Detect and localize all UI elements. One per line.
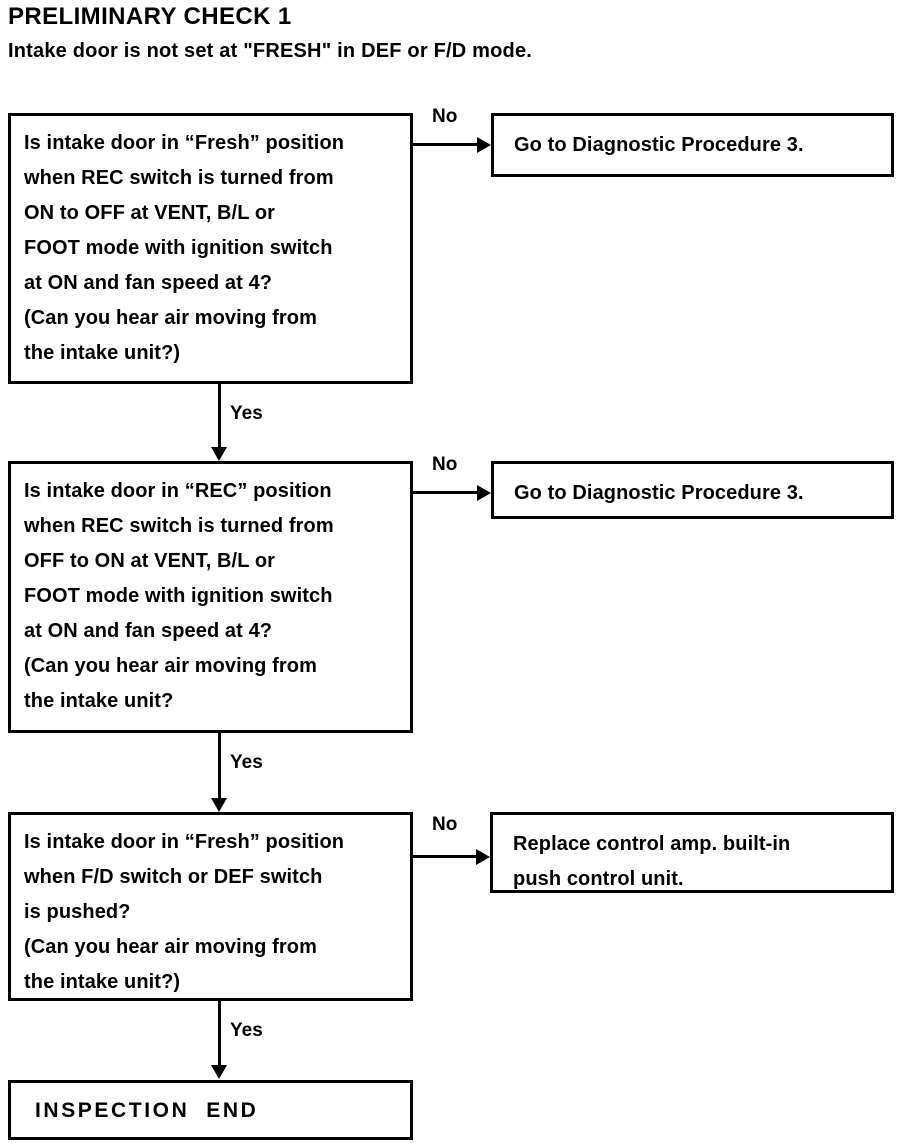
edge-yes-2-arrowhead bbox=[211, 798, 227, 812]
edge-no-2-line bbox=[413, 491, 477, 494]
result-box-1-text: Go to Diagnostic Procedure 3. bbox=[494, 116, 891, 169]
decision-box-2-line-7: the intake unit? bbox=[24, 690, 174, 712]
edge-yes-3-line bbox=[218, 1001, 221, 1065]
edge-yes-2-line bbox=[218, 733, 221, 798]
decision-box-1-line-3: ON to OFF at VENT, B/L or bbox=[24, 202, 276, 224]
edge-no-3-line bbox=[413, 855, 476, 858]
edge-label-yes-3: Yes bbox=[230, 1020, 263, 1041]
decision-box-2-line-6: (Can you hear air moving from bbox=[24, 655, 317, 677]
result-box-1: Go to Diagnostic Procedure 3. bbox=[491, 113, 894, 177]
decision-box-2-line-2: when REC switch is turned from bbox=[24, 515, 334, 537]
terminal-box-label: INSPECTION END bbox=[35, 1099, 259, 1122]
decision-box-3-text: Is intake door in “Fresh” position when … bbox=[11, 815, 410, 1006]
decision-box-2-text: Is intake door in “REC” position when RE… bbox=[11, 464, 410, 725]
result-box-3-line-2: push control unit. bbox=[513, 868, 684, 890]
edge-no-3-arrowhead bbox=[476, 849, 490, 865]
edge-label-yes-2: Yes bbox=[230, 752, 263, 773]
page-subtitle: Intake door is not set at "FRESH" in DEF… bbox=[8, 40, 533, 62]
edge-label-yes-1: Yes bbox=[230, 403, 263, 424]
edge-yes-3-arrowhead bbox=[211, 1065, 227, 1079]
edge-label-no-1: No bbox=[432, 106, 458, 127]
decision-box-1-line-5: at ON and fan speed at 4? bbox=[24, 272, 273, 294]
decision-box-1-line-2: when REC switch is turned from bbox=[24, 167, 334, 189]
edge-label-no-3: No bbox=[432, 814, 458, 835]
page-header: PRELIMINARY CHECK 1 Intake door is not s… bbox=[8, 2, 898, 65]
page-title: PRELIMINARY CHECK 1 bbox=[8, 3, 292, 30]
decision-box-2: Is intake door in “REC” position when RE… bbox=[8, 461, 413, 733]
edge-no-1-arrowhead bbox=[477, 137, 491, 153]
decision-box-3: Is intake door in “Fresh” position when … bbox=[8, 812, 413, 1001]
result-box-2-text: Go to Diagnostic Procedure 3. bbox=[494, 464, 891, 517]
result-box-2: Go to Diagnostic Procedure 3. bbox=[491, 461, 894, 519]
decision-box-2-line-5: at ON and fan speed at 4? bbox=[24, 620, 273, 642]
decision-box-1: Is intake door in “Fresh” position when … bbox=[8, 113, 413, 384]
edge-label-no-2: No bbox=[432, 454, 458, 475]
terminal-box-inspection-end: INSPECTION END bbox=[8, 1080, 413, 1140]
result-box-3-text: Replace control amp. built-in push contr… bbox=[493, 815, 891, 903]
result-box-1-line-1: Go to Diagnostic Procedure 3. bbox=[514, 134, 804, 156]
decision-box-2-line-3: OFF to ON at VENT, B/L or bbox=[24, 550, 276, 572]
decision-box-1-line-6: (Can you hear air moving from bbox=[24, 307, 317, 329]
edge-yes-1-arrowhead bbox=[211, 447, 227, 461]
decision-box-3-line-2: when F/D switch or DEF switch bbox=[24, 866, 323, 888]
result-box-3: Replace control amp. built-in push contr… bbox=[490, 812, 894, 893]
decision-box-3-line-3: is pushed? bbox=[24, 901, 131, 923]
decision-box-3-line-5: the intake unit?) bbox=[24, 971, 181, 993]
decision-box-1-line-7: the intake unit?) bbox=[24, 342, 181, 364]
result-box-2-line-1: Go to Diagnostic Procedure 3. bbox=[514, 482, 804, 504]
decision-box-1-line-1: Is intake door in “Fresh” position bbox=[24, 132, 345, 154]
decision-box-3-line-1: Is intake door in “Fresh” position bbox=[24, 831, 345, 853]
terminal-box-text: INSPECTION END bbox=[11, 1083, 410, 1131]
edge-no-1-line bbox=[413, 143, 477, 146]
decision-box-2-line-4: FOOT mode with ignition switch bbox=[24, 585, 333, 607]
edge-yes-1-line bbox=[218, 384, 221, 447]
decision-box-1-line-4: FOOT mode with ignition switch bbox=[24, 237, 333, 259]
edge-no-2-arrowhead bbox=[477, 485, 491, 501]
decision-box-2-line-1: Is intake door in “REC” position bbox=[24, 480, 332, 502]
decision-box-1-text: Is intake door in “Fresh” position when … bbox=[11, 116, 410, 377]
decision-box-3-line-4: (Can you hear air moving from bbox=[24, 936, 317, 958]
result-box-3-line-1: Replace control amp. built-in bbox=[513, 833, 791, 855]
